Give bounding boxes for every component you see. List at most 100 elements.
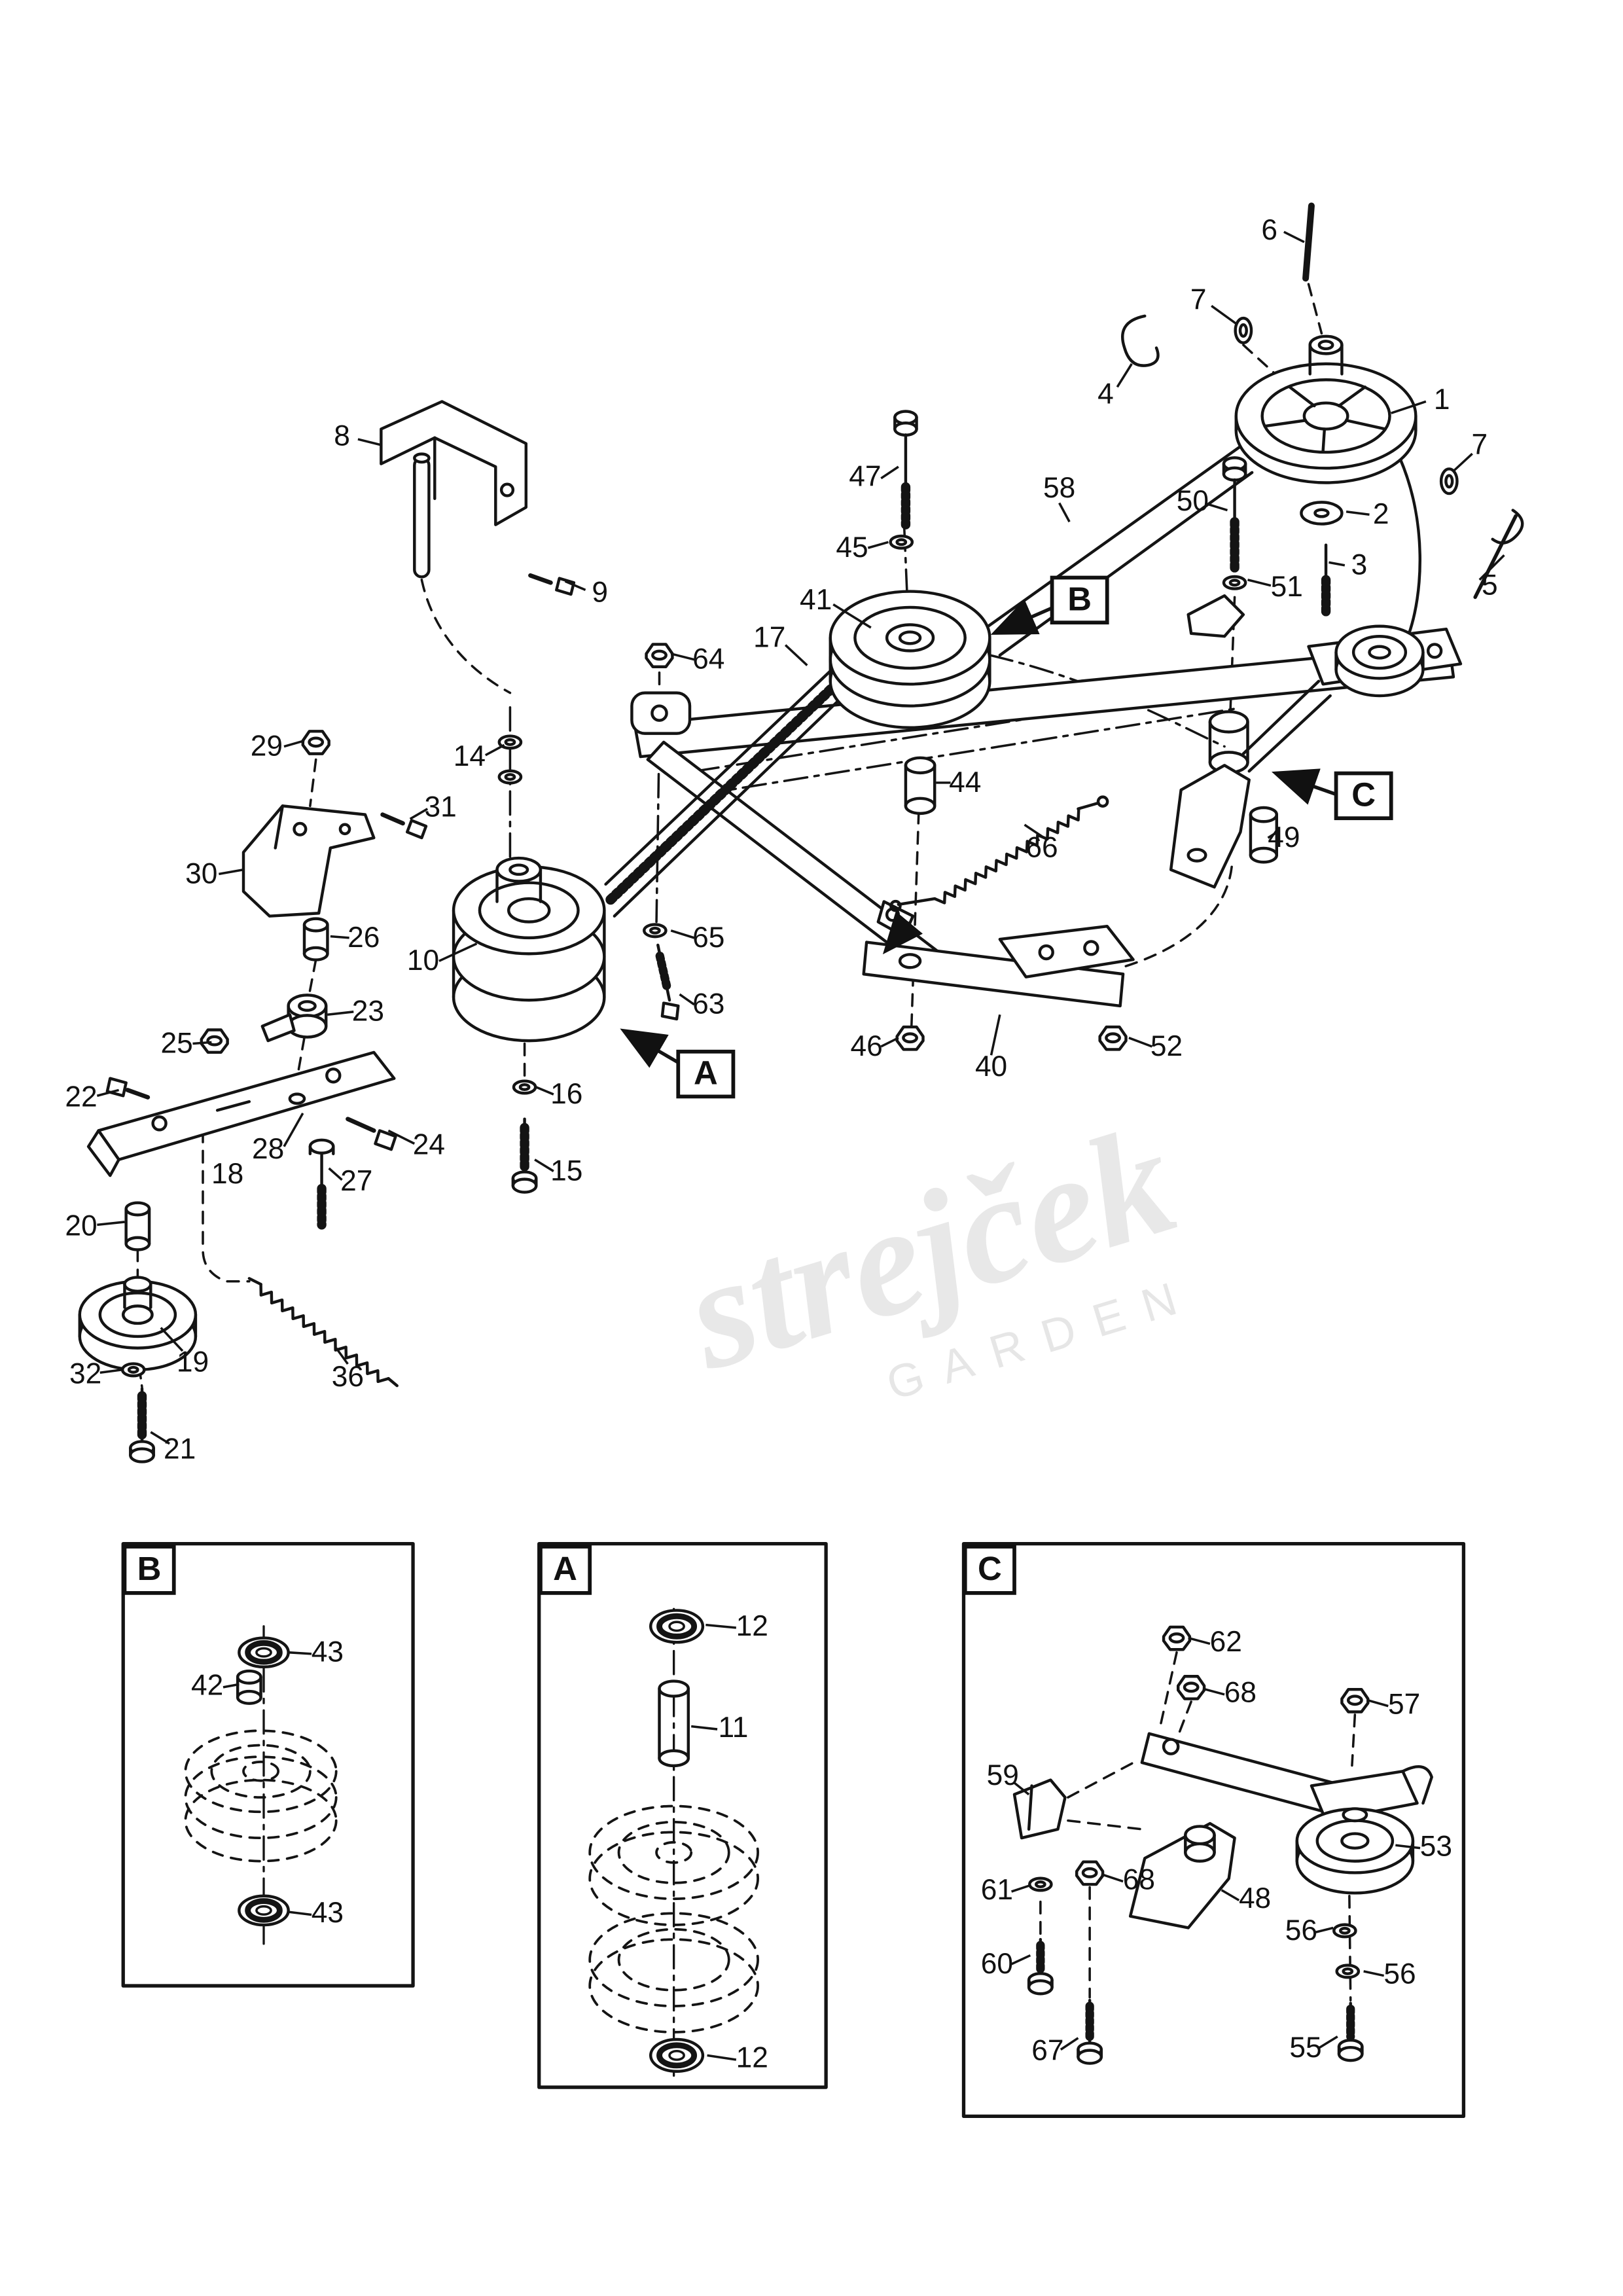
part-label-3: 3 [1351,549,1368,581]
inset-a-frame [537,1541,828,2089]
callout-c-main: C [1334,771,1393,821]
bearing-12b [649,2037,705,2073]
washer-51 [1224,577,1245,589]
callout-letter: C [1351,776,1376,814]
main-assembly [78,202,1524,1463]
idler-pulley-right [1334,624,1425,698]
callout-box [963,1545,1016,1595]
bolt-60 [1027,1937,1054,1996]
part-label-53: 53 [1420,1830,1452,1862]
bracket-8 [380,400,527,579]
part-label-63: 63 [692,988,724,1020]
bolt-15 [511,1117,538,1194]
bolt-55 [1337,2001,1364,2062]
inset-a [537,1541,828,2089]
inset-b [121,1541,415,1988]
callout-a-main: A [676,1049,736,1099]
part-label-10: 10 [407,944,439,977]
belt-17 [604,668,842,918]
bolt-63 [654,943,680,1021]
pivot-sleeve [1186,594,1249,774]
spring-36 [247,1277,399,1388]
part-label-8: 8 [334,420,350,452]
part-label-30: 30 [185,857,217,889]
part-label-14: 14 [454,740,486,772]
callout-c-inset: C [963,1545,1016,1595]
callout-a-inset: A [539,1545,592,1595]
pulley-1 [1234,334,1418,484]
part-label-1: 1 [1434,384,1450,416]
part-label-47: 47 [849,461,881,493]
washer-56b [1337,1965,1359,1978]
part-label-4: 4 [1097,378,1114,410]
belt-58 [986,444,1422,657]
part-label-66: 66 [1026,831,1058,863]
part-label-64: 64 [692,643,724,675]
nut-68b [1077,1862,1103,1884]
nut-57 [1342,1689,1368,1712]
callout-b-inset: B [122,1545,176,1595]
part-label-25: 25 [161,1027,193,1059]
part-label-45: 45 [836,531,868,564]
part-label-46: 46 [851,1030,883,1062]
part-label-68: 68 [1123,1863,1155,1895]
part-label-48: 48 [1239,1882,1271,1914]
part-label-21: 21 [164,1433,196,1465]
spacer-44 [904,756,936,816]
nut-52 [1100,1027,1126,1049]
part-label-42: 42 [191,1670,223,1702]
washer-16 [514,1081,535,1094]
pulley-10 [452,856,606,1043]
part-label-6: 6 [1261,214,1277,246]
nut-25 [202,1030,228,1052]
part-label-60: 60 [981,1948,1013,1980]
part-label-49: 49 [1268,821,1300,853]
callout-box [122,1545,176,1595]
part-label-12: 12 [736,1610,768,1642]
part-label-7: 7 [1190,283,1207,315]
part-label-58: 58 [1043,472,1075,504]
part-label-27: 27 [340,1165,372,1197]
part-label-11: 11 [718,1712,748,1744]
part-label-43: 43 [312,1636,344,1668]
washer-65 [644,925,666,937]
bolt-31 [380,812,428,840]
bolt-24 [346,1117,397,1151]
arm-18 [86,1050,396,1177]
callout-b-arrow [990,599,1056,635]
washer-61 [1029,1878,1051,1891]
clip-5 [1473,509,1524,600]
callout-letter: A [553,1550,577,1587]
washer-7a [1234,316,1253,344]
part-label-62: 62 [1210,1626,1242,1658]
bolt-67 [1077,1998,1103,2065]
bracket-48 [1128,1821,1236,1929]
callout-box [676,1049,736,1099]
part-label-61: 61 [981,1874,1013,1906]
pulley-ghost-a [588,1804,759,2034]
part-label-56: 56 [1383,1958,1416,1990]
part-label-55: 55 [1289,2032,1321,2064]
nut-62 [1164,1627,1190,1649]
bolt-50 [1222,456,1247,573]
part-label-24: 24 [413,1128,445,1160]
bracket-c-arm [1169,764,1251,889]
bracket-30 [241,804,376,918]
nut-29 [303,731,329,753]
part-label-59: 59 [987,1759,1019,1791]
part-label-16: 16 [550,1078,582,1110]
pulley-ghost-b [184,1729,338,1863]
callout-box [1050,575,1109,625]
washer-56a [1334,1925,1355,1937]
bolt-27 [308,1138,335,1230]
watermark: strejček GARDEN [667,1092,1202,1410]
callout-box [539,1545,592,1595]
callout-letter: B [137,1550,162,1587]
callout-a-arrow [620,1028,680,1068]
part-label-56: 56 [1285,1914,1317,1946]
part-label-31: 31 [425,791,457,823]
pulley-41 [829,590,991,729]
washer-7b [1439,467,1459,495]
nut-64 [647,644,673,666]
